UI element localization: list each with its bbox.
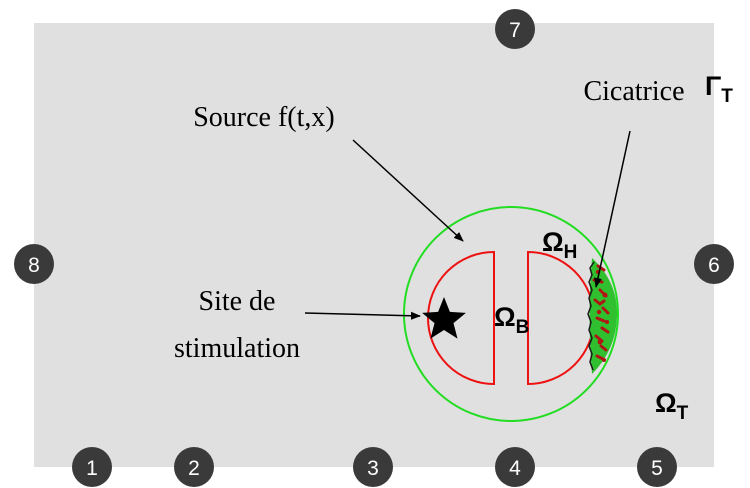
electrode-6: 6 (694, 244, 734, 284)
left-cavity (427, 250, 495, 386)
scar-arrow (594, 130, 631, 288)
electrode-1: 1 (72, 447, 112, 487)
electrode-5: 5 (637, 447, 677, 487)
heart-outline (403, 206, 619, 422)
svg-text:4: 4 (509, 457, 521, 480)
source-arrow (352, 139, 464, 242)
blood-region-label: ΩB (494, 302, 529, 338)
source-label: Source f(t,x) (193, 102, 335, 133)
stimulation-star-icon (422, 297, 466, 339)
boundary-label: ΓT (705, 71, 733, 107)
svg-text:6: 6 (708, 254, 720, 277)
svg-text:2: 2 (188, 457, 200, 480)
electrode-8: 8 (14, 244, 54, 284)
electrode-4: 4 (495, 447, 535, 487)
svg-text:8: 8 (28, 254, 40, 277)
electrode-2: 2 (174, 447, 214, 487)
svg-text:1: 1 (86, 457, 98, 480)
svg-text:3: 3 (367, 457, 379, 480)
scar-label: Cicatrice (583, 76, 684, 107)
stimulation-arrow (304, 311, 421, 320)
torso-region-label: ΩT (655, 388, 689, 424)
torso-domain (34, 23, 714, 467)
stimulation-label-line1: Site de (199, 286, 276, 317)
electrode-3: 3 (353, 447, 393, 487)
svg-text:5: 5 (651, 457, 663, 480)
svg-text:7: 7 (509, 19, 521, 42)
heart-region-label: ΩH (542, 227, 577, 263)
electrode-7: 7 (495, 9, 535, 49)
stimulation-label-line2: stimulation (174, 333, 300, 364)
